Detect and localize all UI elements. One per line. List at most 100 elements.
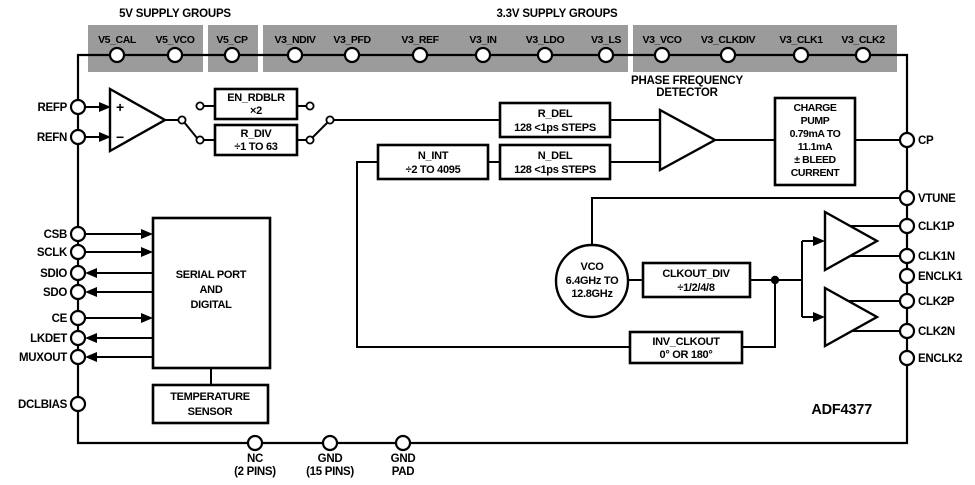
supply-pin-label: V5_CAL: [98, 34, 137, 46]
reference-buffer-icon: [108, 86, 168, 154]
supply-group-5v-title: 5V SUPPLY GROUPS: [119, 8, 231, 20]
pin-circle-refn: [69, 128, 87, 146]
supply-group-3v3-title: 3.3V SUPPLY GROUPS: [496, 8, 618, 20]
pfd-triangle-icon: [658, 107, 718, 173]
n-del-box: [498, 143, 612, 181]
clkout-div-label: CLKOUT_DIV: [662, 268, 730, 280]
supply-pin-label: V3_IN: [469, 34, 496, 46]
clk1-output-buffer-icon: [823, 209, 880, 273]
pin-label-gnd-pad-line1: GND: [391, 453, 416, 465]
pin-label-gnd-line2: (15 PINS): [306, 466, 354, 478]
n-int-label: N_INT: [418, 150, 449, 162]
pin-circle-v5-vco: [166, 46, 184, 64]
supply-pin-label: V5_VCO: [155, 34, 194, 46]
pin-label-gnd-line1: GND: [318, 453, 343, 465]
serial-port-line3: DIGITAL: [190, 299, 232, 311]
charge-pump-line1: CHARGE: [793, 102, 836, 114]
supply-group-box-3v3-a: [263, 25, 628, 72]
en-rdblr-label: EN_RDBLR: [227, 92, 285, 104]
pin-circle-v3-in: [474, 46, 492, 64]
n-del-range: 128 <1ps STEPS: [514, 164, 596, 176]
pin-label-enclk2: ENCLK2: [918, 353, 962, 365]
inv-clkout-label: INV_CLKOUT: [652, 336, 720, 348]
pin-label-lkdet: LKDET: [30, 333, 67, 345]
pin-label-ce: CE: [52, 313, 68, 325]
pin-circle-dclbias: [69, 395, 87, 413]
clkout-div-range: ÷1/2/4/8: [677, 282, 714, 294]
supply-pin-label: V3_REF: [401, 34, 439, 46]
pfd-label-line1: PHASE FREQUENCY: [631, 75, 744, 87]
wire-arrowheads: [85, 102, 825, 362]
pin-label-vtune: VTUNE: [918, 193, 956, 205]
charge-pump-line6: CURRENT: [791, 167, 841, 179]
temperature-sensor-box: [151, 383, 270, 425]
n-del-label: N_DEL: [538, 150, 573, 162]
pin-circle-sclk: [69, 243, 87, 261]
supply-pin-label: V3_NDIV: [275, 34, 316, 46]
comparator-plus-sign: +: [116, 99, 124, 115]
pin-circle-v5-cp: [223, 46, 241, 64]
r-del-label: R_DEL: [538, 108, 573, 120]
en-rdblr-box: [213, 87, 299, 121]
pin-circle-clk1p: [898, 217, 916, 235]
pin-circle-clk1n: [898, 247, 916, 265]
temperature-sensor-line1: TEMPERATURE: [170, 391, 250, 403]
charge-pump-line5: ± BLEED: [794, 154, 836, 166]
pin-circle-gnd-pad: [394, 434, 412, 452]
pin-label-clk2p: CLK2P: [918, 296, 955, 308]
supply-pin-label: V3_CLKDIV: [701, 34, 756, 46]
pin-label-nc-line1: NC: [247, 453, 263, 465]
pin-circle-sdio: [69, 264, 87, 282]
pin-circle-enclk2: [898, 349, 916, 367]
n-int-range: ÷2 TO 4095: [406, 164, 461, 176]
left-pins: REFP REFN CSB SCLK SDIO SDO CE LKDET MUX…: [18, 98, 87, 413]
reference-path-switches: [177, 101, 335, 145]
pin-circle-ce: [69, 309, 87, 327]
pin-circle-v5-cal: [108, 46, 126, 64]
pin-circle-clk2p: [898, 292, 916, 310]
r-del-range: 128 <1ps STEPS: [514, 122, 596, 134]
inv-clkout-range: 0° OR 180°: [660, 349, 713, 361]
en-rdblr-value: ×2: [250, 105, 262, 117]
vco-label: VCO: [581, 261, 605, 273]
supply-group-box-3v3-b: [633, 25, 897, 72]
supply-pin-label: V3_VCO: [642, 34, 681, 46]
pin-circle-nc: [246, 434, 264, 452]
temperature-sensor-block: TEMPERATURE SENSOR: [151, 383, 270, 425]
supply-pin-label: V3_PFD: [333, 34, 371, 46]
supply-pin-label: V5_CP: [216, 34, 248, 46]
part-number-label: ADF4377: [811, 402, 872, 418]
pin-circle-v3-clk2: [854, 46, 872, 64]
r-div-range: ÷1 TO 63: [234, 141, 277, 153]
pin-label-clk2n: CLK2N: [918, 326, 955, 338]
pin-circle-refp: [69, 98, 87, 116]
pfd-label: PHASE FREQUENCY DETECTOR: [631, 75, 744, 99]
inv-clkout-block: INV_CLKOUT 0° OR 180°: [628, 330, 744, 365]
clkout-junction-dot: [770, 275, 780, 285]
pin-circle-v3-ref: [411, 46, 429, 64]
n-int-box: [376, 143, 490, 181]
right-pins: CP VTUNE CLK1P CLK1N ENCLK1 CLK2P CLK2N …: [898, 131, 963, 367]
vco-range-line2: 12.8GHz: [571, 288, 613, 300]
pin-circle-v3-vco: [653, 46, 671, 64]
pin-circle-gnd: [321, 434, 339, 452]
pin-circle-vtune: [898, 189, 916, 207]
pin-label-refp: REFP: [38, 102, 68, 114]
pin-circle-v3-ldo: [536, 46, 554, 64]
pin-label-clk1n: CLK1N: [918, 251, 955, 263]
pin-circle-v3-ls: [597, 46, 615, 64]
n-del-block: N_DEL 128 <1ps STEPS: [498, 143, 612, 181]
pin-label-refn: REFN: [37, 132, 67, 144]
pin-label-sdio: SDIO: [40, 268, 67, 280]
pin-label-sclk: SCLK: [37, 247, 68, 259]
supply-rail: 5V SUPPLY GROUPS 3.3V SUPPLY GROUPS: [88, 8, 897, 72]
pin-circle-sdo: [69, 283, 87, 301]
clkout-div-box: [641, 261, 752, 299]
serial-port-block: SERIAL PORT AND DIGITAL: [151, 216, 272, 370]
r-del-block: R_DEL 128 <1ps STEPS: [498, 101, 612, 139]
r-div-block: R_DIV ÷1 TO 63: [213, 123, 299, 157]
vco-block: VCO 6.4GHz TO 12.8GHz: [554, 243, 630, 319]
supply-pin-label: V3_LS: [591, 34, 621, 46]
pfd-label-line2: DETECTOR: [656, 87, 718, 99]
charge-pump-box: [773, 96, 857, 187]
